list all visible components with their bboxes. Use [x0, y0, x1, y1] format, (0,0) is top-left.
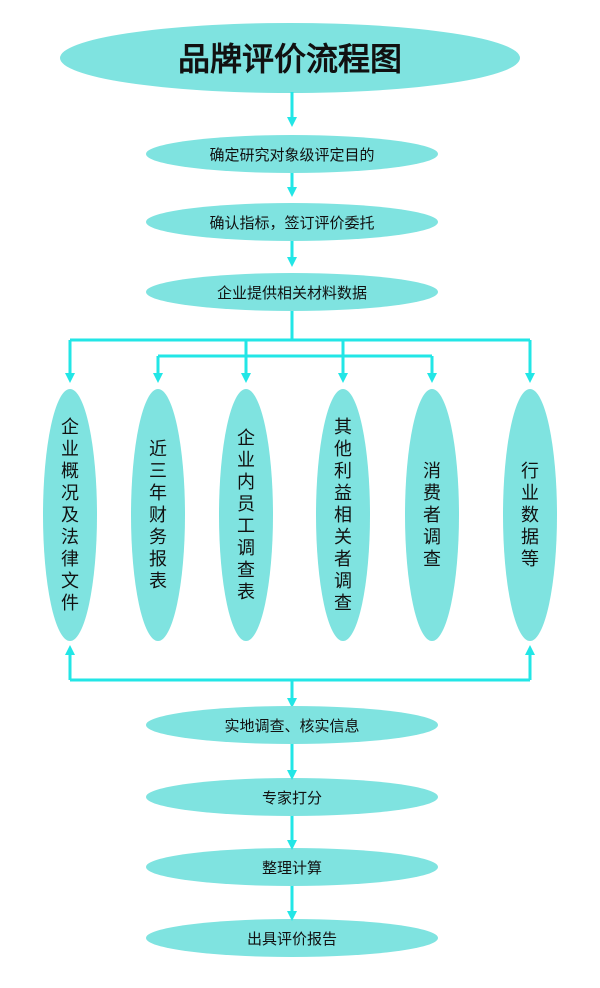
step-provide-materials: 企业提供相关材料数据: [217, 284, 367, 302]
step-expert-scoring: 专家打分: [262, 789, 322, 807]
source-stakeholder-survey: 其他利益相关者调查: [334, 417, 352, 614]
step-define-objective: 确定研究对象级评定目的: [209, 146, 374, 164]
step-ellipse-calculation: [146, 848, 438, 886]
step-ellipse-confirm-indicators: [146, 203, 438, 241]
step-ellipse-field-survey: [146, 706, 438, 744]
step-ellipse-provide-materials: [146, 273, 438, 311]
title-ellipse: [60, 23, 520, 93]
step-ellipse-issue-report: [146, 919, 438, 957]
step-issue-report: 出具评价报告: [247, 930, 337, 948]
step-field-survey: 实地调查、核实信息: [224, 717, 359, 735]
source-ellipse-industry-data: [503, 389, 557, 641]
step-ellipse-define-objective: [146, 135, 438, 173]
source-consumer-survey: 消费者调查: [423, 461, 441, 570]
source-ellipse-stakeholder-survey: [316, 389, 370, 641]
source-financial-reports: 近三年财务报表: [149, 439, 167, 592]
source-ellipse-financial-reports: [131, 389, 185, 641]
source-ellipse-company-legal: [43, 389, 97, 641]
source-industry-data: 行业数据等: [521, 461, 539, 570]
source-company-legal: 企业概况及法律文件: [61, 417, 79, 614]
diagram-title: 品牌评价流程图: [178, 40, 402, 78]
source-employee-survey: 企业内员工调查表: [237, 428, 255, 603]
source-ellipse-employee-survey: [219, 389, 273, 641]
source-ellipse-consumer-survey: [405, 389, 459, 641]
step-confirm-indicators: 确认指标，签订评价委托: [209, 214, 374, 232]
step-ellipse-expert-scoring: [146, 778, 438, 816]
step-calculation: 整理计算: [262, 859, 322, 877]
